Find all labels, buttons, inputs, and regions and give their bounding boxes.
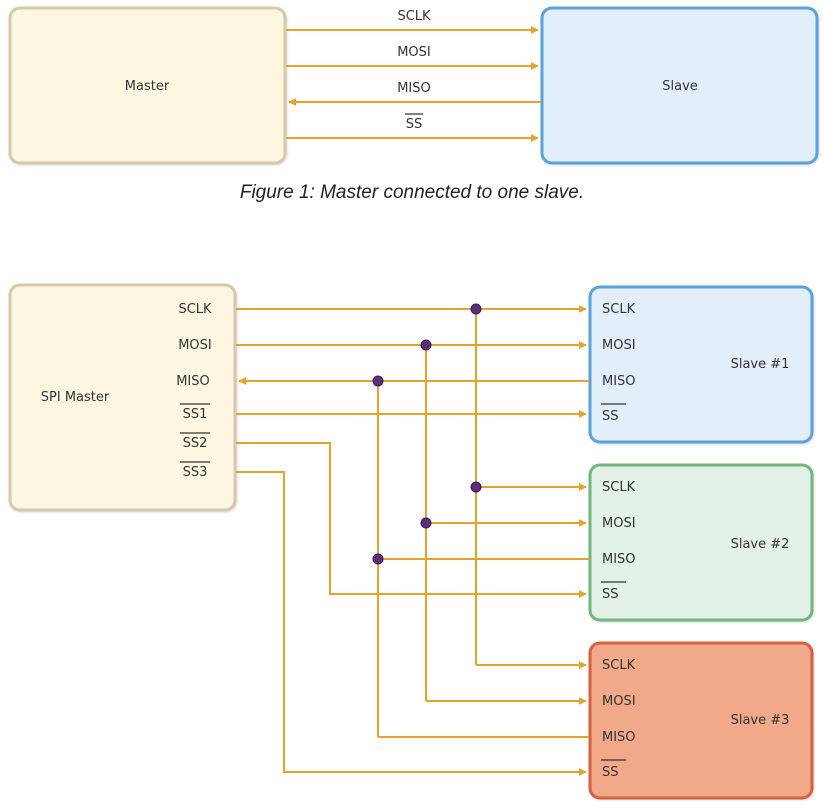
fig2-miso-junction-1 bbox=[372, 375, 384, 387]
fig2-slave2-pin-mosi: MOSI bbox=[602, 516, 636, 531]
fig1-master-label: Master bbox=[125, 79, 170, 94]
fig2-slave2-pin-sclk: SCLK bbox=[602, 480, 636, 495]
fig1-slave-box bbox=[540, 6, 819, 165]
fig2-slave1-pin-sclk: SCLK bbox=[602, 302, 636, 317]
fig1-master-box bbox=[8, 6, 287, 165]
fig1-slave-label: Slave bbox=[662, 79, 698, 94]
fig2-slave3-pin-sclk: SCLK bbox=[602, 658, 636, 673]
fig2-sclk-junction-2 bbox=[470, 481, 482, 493]
fig2-slave1-pin-miso: MISO bbox=[602, 374, 636, 389]
fig2-master-pin-miso: MISO bbox=[176, 374, 210, 389]
fig2-master-pin-ss2: SS2 bbox=[183, 436, 208, 451]
fig2-master-pin-mosi: MOSI bbox=[178, 338, 212, 353]
fig2-master-box bbox=[8, 283, 237, 512]
fig1-ss-label: SS bbox=[406, 117, 423, 132]
figure2: SPI Master SCLK MOSI MISO SS1 SS2 SS3 Sl… bbox=[8, 283, 814, 800]
figure1: Master Slave SCLK MOSI MISO SS Figure 1:… bbox=[8, 6, 819, 203]
fig1-mosi-label: MOSI bbox=[397, 45, 431, 60]
fig2-slave2-pin-ss: SS bbox=[602, 587, 619, 602]
fig1-caption: Figure 1: Master connected to one slave. bbox=[240, 182, 584, 203]
fig2-slave3-pin-mosi: MOSI bbox=[602, 694, 636, 709]
fig2-slave2-box bbox=[588, 463, 814, 622]
fig2-slave3-label: Slave #3 bbox=[731, 713, 790, 728]
fig2-slave3-box bbox=[588, 641, 814, 800]
fig2-slave3-pin-miso: MISO bbox=[602, 730, 636, 745]
fig2-mosi-junction-2 bbox=[420, 517, 432, 529]
fig1-sclk-label: SCLK bbox=[397, 9, 431, 24]
fig2-slave1-pin-mosi: MOSI bbox=[602, 338, 636, 353]
fig2-sclk-junction-1 bbox=[470, 303, 482, 315]
fig2-slave3-pin-ss: SS bbox=[602, 765, 619, 780]
fig2-slave2-pin-miso: MISO bbox=[602, 552, 636, 567]
fig2-slave2-label: Slave #2 bbox=[731, 537, 790, 552]
fig2-slave1-pin-ss: SS bbox=[602, 409, 619, 424]
fig2-master-pin-ss3: SS3 bbox=[183, 465, 208, 480]
fig2-ss2-wire bbox=[236, 442, 587, 598]
fig2-ss3-wire bbox=[236, 471, 587, 776]
fig2-master-label: SPI Master bbox=[41, 390, 110, 405]
fig2-master-pin-sclk: SCLK bbox=[178, 302, 212, 317]
fig2-miso-junction-2 bbox=[372, 553, 384, 565]
fig2-mosi-junction-1 bbox=[420, 339, 432, 351]
fig2-slave1-label: Slave #1 bbox=[731, 357, 790, 372]
fig2-slave1-box bbox=[588, 285, 814, 444]
fig1-miso-label: MISO bbox=[397, 81, 431, 96]
fig2-master-pin-ss1: SS1 bbox=[183, 407, 208, 422]
